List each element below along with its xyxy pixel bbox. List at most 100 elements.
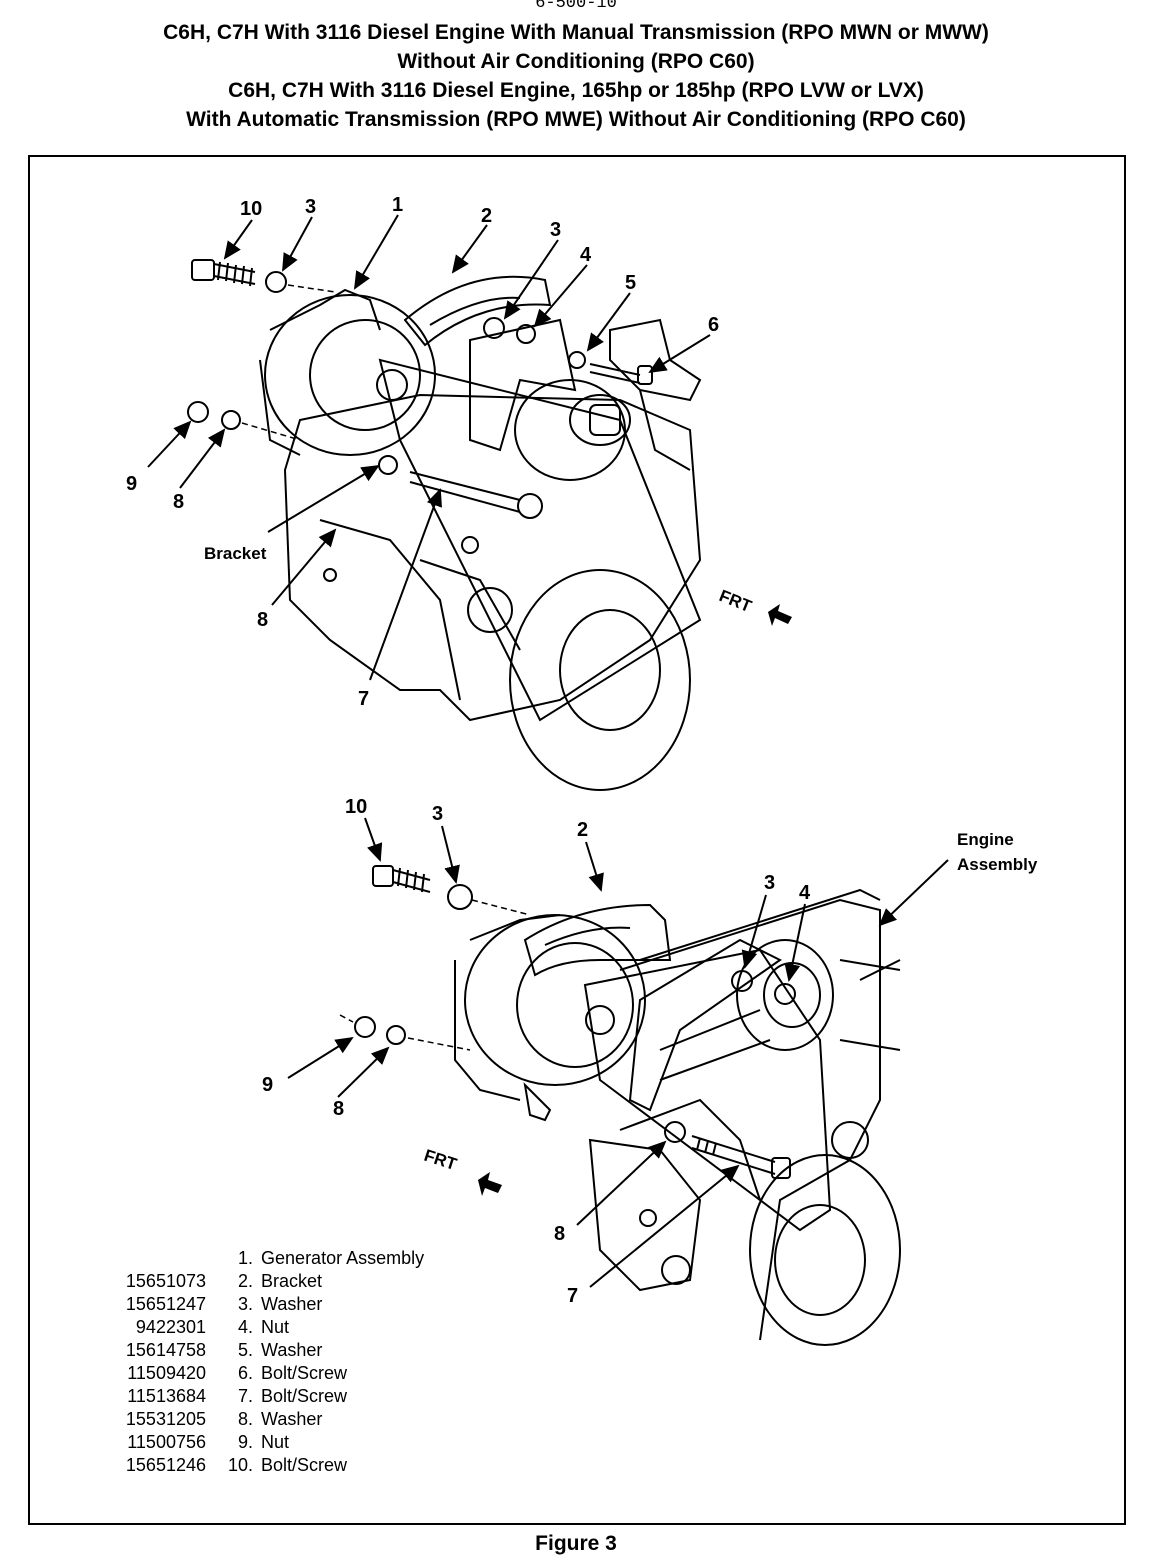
part-index: 6. (238, 1363, 254, 1383)
part-number: 15651246 (125, 1455, 206, 1475)
part-name: Washer (261, 1409, 323, 1429)
lower-nut-9 (354, 1016, 376, 1038)
part-name: Bracket (261, 1271, 323, 1291)
part-name: Bolt/Screw (261, 1363, 348, 1383)
lower-frt-label: FRT (422, 1146, 460, 1174)
part-number (96, 1247, 228, 1270)
upper-callout-leaders (147, 214, 711, 681)
part-name: Nut (261, 1317, 290, 1337)
part-name: Washer (261, 1340, 323, 1360)
upper-callout-3b: 3 (550, 219, 561, 241)
part-index: 5. (238, 1340, 254, 1360)
lower-callout-9: 9 (262, 1074, 273, 1096)
lower-assembly-lines (339, 899, 531, 1051)
page-number: 6-500-10 (535, 0, 617, 13)
title-line-3: C6H, C7H With 3116 Diesel Engine, 165hp … (228, 79, 924, 102)
part-name: Washer (261, 1294, 323, 1314)
lower-bolt-10 (372, 865, 431, 893)
table-row: 15531205 8. Washer (96, 1408, 424, 1431)
upper-callout-9: 9 (126, 473, 137, 495)
lower-engine-label-2: Assembly (957, 855, 1038, 874)
upper-washer-8a (221, 410, 241, 430)
figure-caption: Figure 3 (535, 1532, 617, 1555)
table-row: 11513684 7. Bolt/Screw (96, 1385, 424, 1408)
lower-callout-3a: 3 (432, 803, 443, 825)
part-number: 11500756 (127, 1432, 206, 1452)
part-index: 1. (238, 1248, 254, 1268)
part-number: 11513684 (127, 1386, 206, 1406)
title-line-4: With Automatic Transmission (RPO MWE) Wi… (186, 108, 966, 131)
lower-callout-8a: 8 (333, 1098, 344, 1120)
lower-washer-8a (386, 1025, 406, 1045)
lower-frt-arrow-icon (478, 1172, 502, 1196)
part-number: 15614758 (125, 1340, 206, 1360)
part-name: Bolt/Screw (261, 1455, 348, 1475)
parts-table: 1. Generator Assembly 15651073 2. Bracke… (96, 1247, 424, 1477)
lower-callout-2: 2 (577, 819, 588, 841)
lower-bolt-7 (691, 1135, 791, 1179)
lower-callout-leaders (287, 817, 949, 1288)
upper-washer-8b (378, 455, 398, 475)
upper-callout-4: 4 (580, 244, 592, 266)
upper-nut-4 (516, 324, 536, 344)
lower-callout-7: 7 (567, 1285, 578, 1307)
upper-callout-2: 2 (481, 205, 492, 227)
part-number: 15651073 (125, 1271, 206, 1291)
figure-frame (28, 155, 1126, 1525)
upper-bolt-10 (191, 259, 256, 287)
upper-frt-indicator: FRT (717, 586, 792, 626)
table-row: 15614758 5. Washer (96, 1339, 424, 1362)
upper-callout-6: 6 (708, 314, 719, 336)
table-row: 11509420 6. Bolt/Screw (96, 1362, 424, 1385)
upper-frt-arrow-icon (768, 604, 792, 626)
upper-assembly-lines (241, 284, 336, 441)
lower-callout-8b: 8 (554, 1223, 565, 1245)
part-index: 10. (228, 1455, 254, 1475)
upper-callout-7: 7 (358, 688, 369, 710)
lower-callout-3b: 3 (764, 872, 775, 894)
title-block: C6H, C7H With 3116 Diesel Engine With Ma… (0, 18, 1152, 134)
part-index: 7. (238, 1386, 254, 1406)
table-row: 15651247 3. Washer (96, 1293, 424, 1316)
upper-callout-8b: 8 (257, 609, 268, 631)
table-row: 15651073 2. Bracket (96, 1270, 424, 1293)
upper-bracket-label: Bracket (204, 544, 267, 563)
upper-bolt-6 (589, 363, 653, 385)
table-row: 11500756 9. Nut (96, 1431, 424, 1454)
lower-engine-label-1: Engine (957, 830, 1014, 849)
part-number: 9422301 (135, 1317, 206, 1337)
lower-washer-3b (731, 970, 753, 992)
upper-engine-drawing (259, 275, 702, 791)
table-row: 15651246 10. Bolt/Screw (96, 1454, 424, 1477)
upper-callout-5: 5 (625, 272, 636, 294)
part-name: Bolt/Screw (261, 1386, 348, 1406)
lower-washer-8b (664, 1121, 686, 1143)
upper-callout-3a: 3 (305, 196, 316, 218)
upper-callout-10: 10 (240, 198, 262, 220)
lower-washer-3a (447, 884, 473, 910)
part-number: 15531205 (125, 1409, 206, 1429)
table-row: 1. Generator Assembly (96, 1247, 424, 1270)
title-line-1: C6H, C7H With 3116 Diesel Engine With Ma… (163, 21, 989, 44)
upper-washer-3a (265, 271, 287, 293)
lower-nut-4 (774, 983, 796, 1005)
upper-nut-9 (187, 401, 209, 423)
lower-callout-10: 10 (345, 796, 367, 818)
lower-callout-4: 4 (799, 882, 811, 904)
part-index: 2. (238, 1271, 254, 1291)
part-name: Nut (261, 1432, 290, 1452)
upper-callout-8a: 8 (173, 491, 184, 513)
table-row: 9422301 4. Nut (96, 1316, 424, 1339)
part-index: 4. (238, 1317, 254, 1337)
parts-list: 1. Generator Assembly 15651073 2. Bracke… (96, 1247, 424, 1477)
upper-frt-label: FRT (717, 586, 755, 616)
upper-washer-5 (568, 351, 586, 369)
upper-washer-3b (483, 317, 505, 339)
upper-bolt-7 (409, 471, 543, 519)
part-index: 3. (238, 1294, 254, 1314)
part-name: Generator Assembly (261, 1248, 425, 1268)
part-number: 15651247 (125, 1294, 206, 1314)
lower-frt-indicator: FRT (422, 1146, 502, 1196)
part-index: 8. (238, 1409, 254, 1429)
